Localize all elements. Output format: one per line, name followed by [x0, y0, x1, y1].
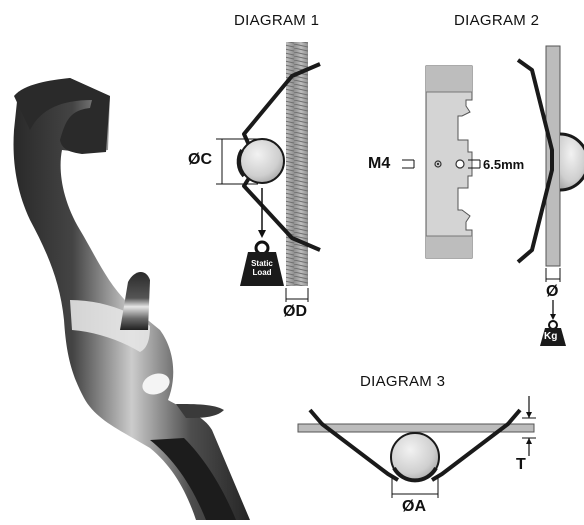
- label-a: ØA: [402, 498, 426, 515]
- label-dia: Ø: [546, 283, 559, 300]
- clip-wire-right: [430, 408, 522, 482]
- side-clip-wire: [516, 58, 554, 264]
- static-load-line1: Static: [251, 259, 273, 268]
- static-load-text: Static Load: [246, 259, 278, 277]
- label-t: T: [516, 456, 526, 473]
- static-load-weight: [240, 240, 284, 286]
- diagram-3-title: DIAGRAM 3: [360, 373, 446, 390]
- label-d: ØD: [283, 303, 307, 320]
- diagram-2-title: DIAGRAM 2: [454, 12, 540, 29]
- 6-5mm-hole: [455, 159, 465, 169]
- kg-weight: [540, 320, 566, 346]
- flat-bar: [297, 423, 535, 433]
- clip-wire-left: [308, 408, 400, 482]
- mounting-bracket: [425, 65, 473, 259]
- diagram-1: [216, 42, 321, 302]
- kg-text: Kg: [544, 331, 558, 342]
- ball: [239, 138, 285, 184]
- diagram-3: [297, 396, 536, 498]
- diagram-2: [402, 45, 584, 346]
- label-c: ØC: [188, 151, 212, 168]
- label-m4: M4: [368, 155, 391, 172]
- label-6-5mm: 6.5mm: [483, 157, 525, 172]
- m4-hole: [434, 160, 442, 168]
- spring-clip-photo: [13, 78, 251, 520]
- diagram-1-title: DIAGRAM 1: [234, 12, 320, 29]
- threaded-rod: [286, 42, 308, 286]
- static-load-line2: Load: [252, 268, 272, 277]
- side-ball: [559, 132, 584, 192]
